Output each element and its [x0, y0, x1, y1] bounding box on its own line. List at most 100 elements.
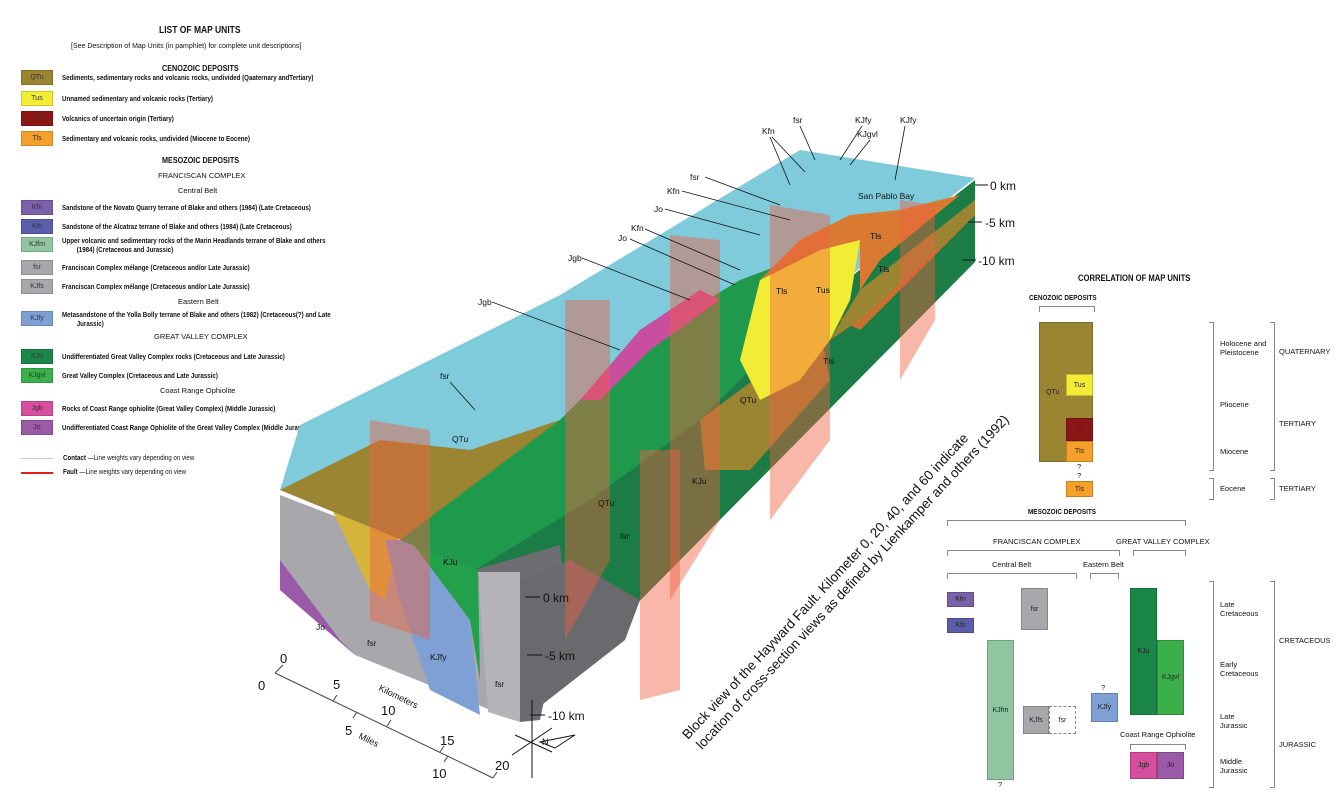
top-tus	[740, 240, 860, 400]
corr-box-kjfy: KJfy	[1091, 693, 1118, 722]
unit-description-kjfs: Franciscan Complex mélange (Cretaceous a…	[62, 282, 250, 291]
epoch-pliocene: Pliocene	[1220, 400, 1249, 409]
label-san-pablo-bay: San Pablo Bay	[858, 191, 915, 201]
query-mark: ?	[1101, 683, 1106, 692]
swatch-kjgvl: KJgvl	[21, 368, 53, 383]
unit-description-kfs: Sandstone of the Alcatraz terrane of Bla…	[62, 222, 292, 231]
contact-legend: Contact —Line weights vary depending on …	[63, 453, 195, 462]
bracket	[1130, 744, 1186, 750]
corr-box-kju: KJu	[1130, 588, 1157, 715]
depth-axis-near: 0 km -5 km -10 km	[525, 591, 585, 723]
bracket	[1090, 573, 1119, 579]
label-qtu-3: QTu	[598, 498, 614, 508]
corr-box-fsr: fsr	[1021, 588, 1048, 630]
unit-description-jo: Undifferentiated Coast Range Ophiolite o…	[62, 423, 312, 432]
bracket	[1270, 322, 1275, 471]
query-mark: ?	[1077, 471, 1082, 480]
svg-text:N: N	[542, 737, 549, 747]
label-fsr-face-3: fsr	[620, 531, 630, 541]
corr-ophiolite: Coast Range Ophiolite	[1120, 730, 1196, 739]
label-qtu-2: QTu	[452, 434, 468, 444]
svg-text:0 km: 0 km	[543, 591, 569, 605]
bracket	[1209, 581, 1214, 788]
label-kjfy-face: KJfy	[430, 652, 447, 662]
unit-description-fsr: Franciscan Complex mélange (Cretaceous a…	[62, 263, 250, 272]
bracket	[1133, 550, 1186, 556]
corr-franciscan: FRANCISCAN COMPLEX	[993, 537, 1081, 546]
swatch-code: KJgvl	[28, 372, 46, 379]
svg-text:-10 km: -10 km	[978, 254, 1015, 268]
swatch-code: Jgb	[31, 405, 43, 412]
label-kfn-2: Kfn	[667, 186, 680, 196]
north-arrow-icon: N	[511, 700, 576, 778]
label-fsr-face: fsr	[367, 638, 377, 648]
corr-mesozoic-heading: MESOZOIC DEPOSITS	[1028, 507, 1097, 516]
corr-great-valley: GREAT VALLEY COMPLEX	[1116, 537, 1210, 546]
corr-central-belt: Central Belt	[992, 560, 1032, 569]
swatch-code: Tv	[33, 115, 41, 122]
great-valley-heading: GREAT VALLEY COMPLEX	[154, 332, 248, 341]
corr-box-kjgvl: KJgvl	[1157, 640, 1184, 715]
franciscan-heading: FRANCISCAN COMPLEX	[158, 171, 246, 180]
corr-box-kjfs: KJfs	[1023, 706, 1049, 734]
block-right-face-dark	[520, 560, 640, 722]
period-tertiary-2: TERTIARY	[1279, 484, 1316, 493]
corr-box-tls: Tls	[1066, 441, 1093, 462]
corr-box-jo: Jo	[1157, 752, 1184, 779]
label-kju-2: KJu	[443, 557, 458, 567]
mi-tick-10: 10	[432, 766, 446, 781]
corr-box-jgb: Jgb	[1130, 752, 1157, 779]
legend-title: LIST OF MAP UNITS	[159, 25, 241, 36]
top-tls	[760, 195, 960, 290]
mi-label: Miles	[357, 731, 381, 749]
top-qtu-east	[830, 200, 975, 340]
correlation-title: CORRELATION OF MAP UNITS	[1078, 273, 1191, 283]
km-tick-10: 10	[381, 703, 395, 718]
label-tls-4: Tls	[823, 356, 834, 366]
block-top-labels: Kfn fsr KJfy KJgvl KJfy fsr Kfn Jo Kfn J…	[316, 115, 917, 689]
period-jurassic: JURASSIC	[1279, 740, 1317, 749]
bracket	[1209, 478, 1214, 500]
label-tls-1: Tls	[870, 231, 881, 241]
swatch-qtu: QTu	[21, 70, 53, 85]
svg-text:-5 km: -5 km	[545, 649, 575, 663]
label-jo-face: Jo	[316, 622, 325, 632]
label-jgb: Jgb	[568, 253, 582, 263]
bracket	[1039, 306, 1095, 312]
swatch-code: KJfs	[30, 283, 44, 290]
swatch-fsr: fsr	[21, 260, 53, 275]
swatch-kfn: Kfn	[21, 200, 53, 215]
bracket	[947, 573, 1077, 579]
swatch-kjfm: KJfm	[21, 237, 53, 252]
top-kju	[400, 250, 820, 570]
bracket	[947, 520, 1186, 526]
swatch-code: Tus	[31, 95, 43, 102]
svg-text:0 km: 0 km	[990, 179, 1016, 193]
corr-box-tus: Tus	[1066, 374, 1093, 396]
label-kjfy-2: KJfy	[900, 115, 917, 125]
label-fsr-2: fsr	[690, 172, 700, 182]
swatch-tls: Tls	[21, 131, 53, 146]
km-tick-20: 20	[495, 758, 509, 773]
label-jo-2: Jo	[618, 233, 627, 243]
swatch-code: KJfm	[29, 241, 45, 248]
top-bay-north	[800, 175, 960, 215]
km-tick-0: 0	[280, 651, 287, 666]
period-tertiary: TERTIARY	[1279, 419, 1316, 428]
block-left-face-fsr	[478, 572, 520, 722]
label-kjgvl: KJgvl	[857, 129, 878, 139]
unit-description-kjfm: Upper volcanic and sedimentary rocks of …	[62, 236, 326, 254]
block-left-face-kjfy	[385, 540, 480, 715]
corr-box-kfn: Kfn	[947, 592, 974, 607]
unit-description-tls: Sedimentary and volcanic rocks, undivide…	[62, 134, 250, 143]
label-fsr-3: fsr	[440, 371, 450, 381]
swatch-jgb: Jgb	[21, 401, 53, 416]
contact-line-symbol	[21, 458, 53, 459]
unit-description-kjgvl: Great Valley Complex (Cretaceous and Lat…	[62, 371, 218, 380]
mi-tick-0: 0	[258, 678, 265, 693]
swatch-kjfy: KJfy	[21, 311, 53, 326]
